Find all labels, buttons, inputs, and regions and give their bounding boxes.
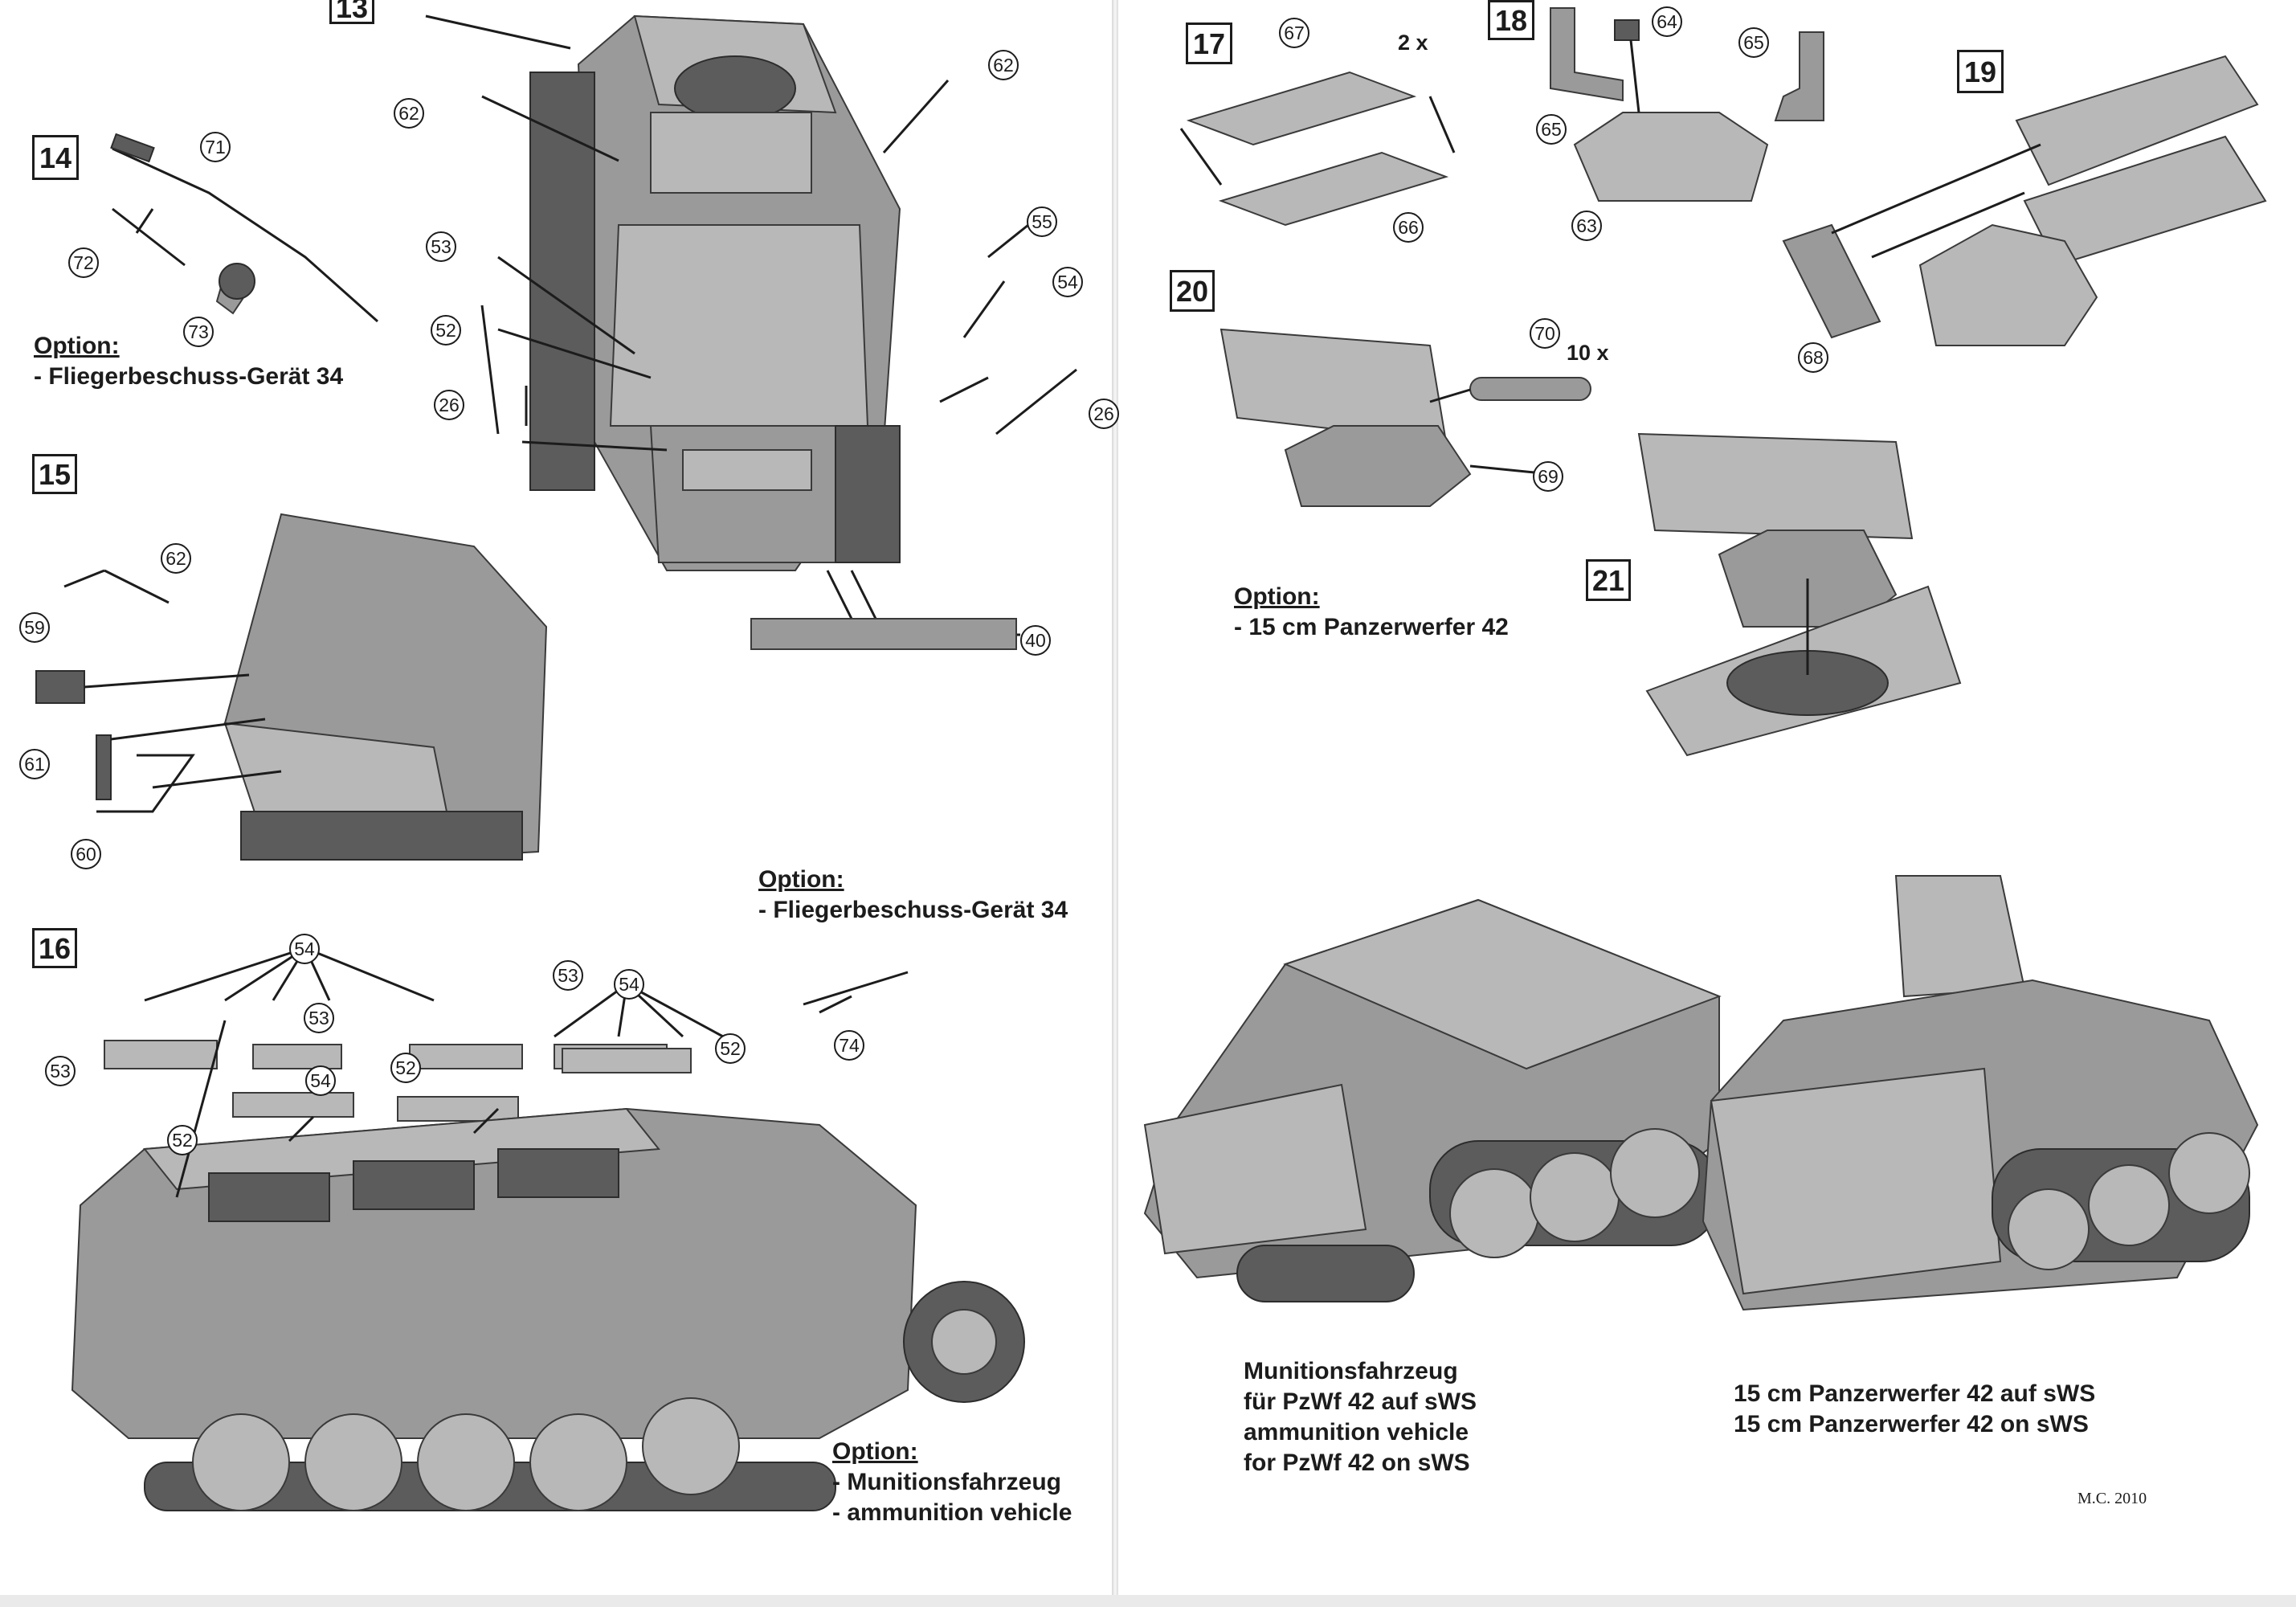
callout-54: 54 — [289, 934, 320, 964]
ammo-vehicle-caption-line-1: Munitionsfahrzeug — [1244, 1358, 1458, 1384]
step-16-mg-option-item: - Fliegerbeschuss-Gerät 34 — [758, 897, 1068, 923]
callout-54: 54 — [305, 1065, 336, 1096]
step-19-number: 19 — [1957, 50, 2004, 93]
callout-60: 60 — [71, 839, 101, 869]
step-20-quantity: 10 x — [1567, 341, 1609, 365]
callout-74: 74 — [834, 1030, 864, 1061]
callout-26: 26 — [1089, 399, 1119, 429]
step-14-number: 14 — [32, 135, 79, 180]
step-15-hull-rear-illustration — [35, 513, 548, 861]
callout-62: 62 — [161, 543, 191, 574]
step-18-mount-parts — [1550, 7, 1824, 202]
step-16-ammo-option-heading: Option: — [832, 1438, 918, 1465]
step-17-rocket-tubes — [1179, 71, 1456, 227]
callout-52: 52 — [167, 1125, 198, 1155]
step-16-ammo-option-item-2: - ammunition vehicle — [832, 1499, 1072, 1526]
step-19-launcher-assembly — [1782, 55, 2267, 346]
launcher-caption-line-2: 15 cm Panzerwerfer 42 on sWS — [1734, 1411, 2089, 1437]
step-16-mg-option-heading: Option: — [758, 866, 844, 893]
finished-panzerwerfer-illustration — [1702, 875, 2259, 1311]
callout-54: 54 — [614, 969, 644, 1000]
callout-70: 70 — [1530, 318, 1560, 349]
step-14-option-item: - Fliegerbeschuss-Gerät 34 — [34, 363, 344, 390]
launcher-caption-line-1: 15 cm Panzerwerfer 42 auf sWS — [1734, 1380, 2096, 1407]
callout-63: 63 — [1571, 211, 1602, 241]
right-instruction-page — [1118, 0, 2296, 1595]
callout-52: 52 — [715, 1033, 746, 1064]
step-14-mg34-parts — [110, 133, 378, 323]
step-16-leader-lines — [144, 947, 724, 1038]
step-17-quantity: 2 x — [1398, 31, 1428, 55]
step-13-number: 13 — [329, 0, 374, 24]
ammo-vehicle-caption-line-2: für PzWf 42 auf sWS — [1244, 1388, 1477, 1415]
callout-62: 62 — [394, 98, 424, 129]
callout-59: 59 — [19, 612, 50, 643]
step-17-number: 17 — [1186, 22, 1232, 64]
callout-71: 71 — [200, 132, 231, 162]
step-16-hull-side-illustration — [71, 971, 1025, 1511]
callout-52: 52 — [431, 315, 461, 346]
callout-40: 40 — [1020, 625, 1051, 656]
callout-73: 73 — [183, 317, 214, 347]
callout-67: 67 — [1279, 18, 1309, 48]
callout-68: 68 — [1798, 342, 1828, 373]
callout-54: 54 — [1052, 267, 1083, 297]
callout-65: 65 — [1738, 27, 1769, 58]
callout-61: 61 — [19, 749, 50, 779]
callout-64: 64 — [1652, 6, 1682, 37]
step-21-launcher-install — [1637, 432, 1962, 757]
ammo-vehicle-caption-line-3: ammunition vehicle — [1244, 1419, 1469, 1445]
scan-edge — [0, 1595, 2296, 1607]
callout-53: 53 — [45, 1056, 76, 1086]
step-21-number: 21 — [1586, 559, 1631, 601]
page-fold — [1112, 0, 1118, 1599]
callout-52: 52 — [390, 1053, 421, 1083]
step-20-launcher-and-rockets — [1219, 328, 1591, 507]
callout-69: 69 — [1533, 461, 1563, 492]
step-16-number: 16 — [32, 928, 77, 968]
author-signature: M.C. 2010 — [2077, 1490, 2147, 1507]
step-13-hull-front-illustration — [529, 14, 901, 571]
step-20-option-heading: Option: — [1234, 583, 1320, 610]
step-18-number: 18 — [1488, 0, 1534, 40]
finished-ammunition-vehicle-illustration — [1143, 898, 1722, 1302]
callout-65: 65 — [1536, 114, 1567, 145]
callout-66: 66 — [1393, 212, 1424, 243]
step-16-ammo-option-item-1: - Munitionsfahrzeug — [832, 1469, 1061, 1495]
callout-55: 55 — [1027, 206, 1057, 237]
callout-53: 53 — [304, 1003, 334, 1033]
ammo-vehicle-caption-line-4: for PzWf 42 on sWS — [1244, 1450, 1470, 1476]
step-14-option-heading: Option: — [34, 333, 120, 359]
step-15-number: 15 — [32, 454, 77, 494]
callout-62: 62 — [988, 50, 1019, 80]
step-20-option-item: - 15 cm Panzerwerfer 42 — [1234, 614, 1509, 640]
step-13-arrows — [425, 14, 1077, 650]
callout-72: 72 — [68, 247, 99, 278]
step-20-number: 20 — [1170, 270, 1215, 312]
callout-26: 26 — [434, 390, 464, 420]
callout-53: 53 — [553, 960, 583, 991]
callout-53: 53 — [426, 231, 456, 262]
